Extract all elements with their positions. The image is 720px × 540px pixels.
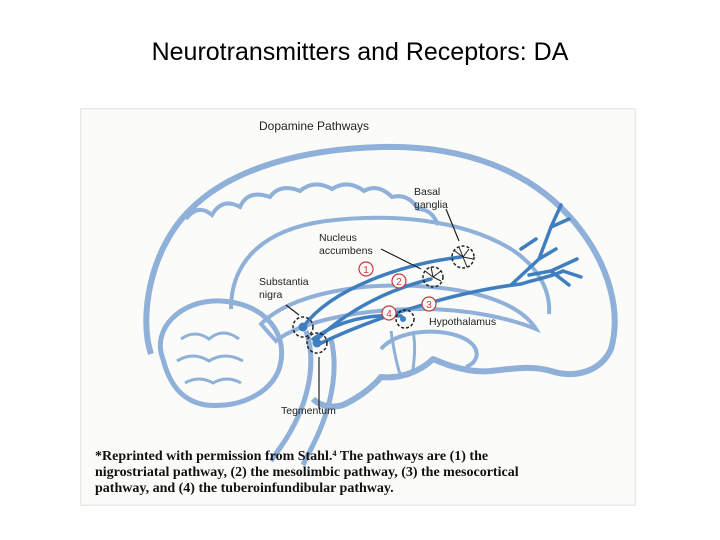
pathway-number-2: 2 (396, 277, 402, 288)
label-nucleus-accumbens-2: accumbens (319, 245, 373, 257)
figure-caption: *Reprinted with permission from Stahl.⁴ … (95, 449, 629, 497)
cell-bodies (298, 316, 406, 348)
label-substantia-nigra-1: Substantia (259, 276, 309, 288)
label-substantia-nigra-2: nigra (259, 289, 283, 301)
target-nodes (292, 245, 475, 354)
nigrostriatal-pathway (301, 255, 463, 329)
substantia-nigra-node (292, 316, 314, 338)
brainstem (268, 330, 337, 467)
label-pointers (285, 208, 460, 409)
tegmentum-node (306, 332, 328, 354)
dopamine-pathways-figure: Dopamine Pathways (80, 108, 636, 506)
node-spokes (424, 246, 474, 282)
brain-diagram: Dopamine Pathways (143, 119, 618, 467)
cerebellum (157, 298, 285, 409)
slide-title: Neurotransmitters and Receptors: DA (151, 38, 569, 66)
pathway-markers: 1 2 3 4 (358, 261, 437, 321)
pathway-number-4: 4 (386, 309, 392, 320)
cortex-fold (229, 215, 552, 315)
basal-ganglia-node (451, 245, 475, 269)
label-basal-ganglia-1: Basal (414, 186, 440, 198)
caption-line-3: pathway, and (4) the tuberoinfundibular … (95, 481, 394, 496)
cortical-branches (509, 203, 583, 287)
label-tegmentum: Tegmentum (281, 405, 336, 417)
pituitary (389, 330, 416, 378)
brain-outline (143, 143, 618, 410)
pathway-number-1: 1 (363, 265, 369, 276)
thalamus-outline (379, 329, 479, 369)
caption-line-2: nigrostriatal pathway, (2) the mesolimbi… (95, 465, 519, 480)
label-hypothalamus: Hypothalamus (429, 316, 496, 328)
figure-title: Dopamine Pathways (259, 119, 369, 133)
tegmentum-soma (312, 338, 322, 348)
label-basal-ganglia-2: ganglia (414, 199, 448, 211)
gyri-top (184, 182, 440, 226)
substantia-nigra-soma (298, 322, 308, 332)
caption-line-1: *Reprinted with permission from Stahl.⁴ … (95, 449, 489, 464)
pathway-number-3: 3 (426, 300, 432, 311)
cerebellum-folia (176, 331, 244, 385)
hypothalamus-soma (400, 316, 406, 322)
label-nucleus-accumbens-1: Nucleus (319, 232, 357, 244)
mesocortical-pathway (315, 269, 565, 347)
hypothalamus-node (395, 309, 415, 329)
nucleus-accumbens-node (422, 266, 444, 288)
